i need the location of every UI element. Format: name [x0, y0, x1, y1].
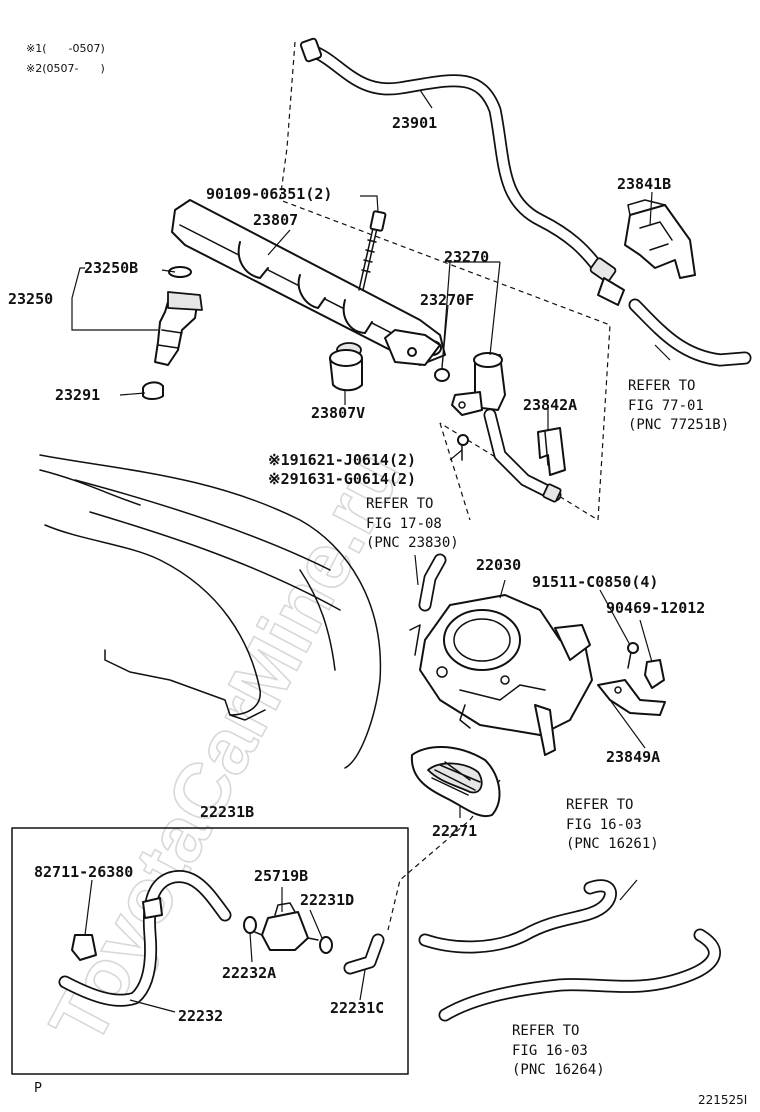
label-22232: 22232	[178, 1007, 223, 1025]
note-2: ※2(0507- )	[26, 62, 105, 75]
ref-fig17: REFER TO FIG 17-08 (PNC 23830)	[366, 496, 459, 551]
label-25719B: 25719B	[254, 867, 308, 885]
label-23270F: 23270F	[420, 291, 474, 309]
ref-fig17-line2: FIG 17-08	[366, 516, 442, 532]
label-90109: 90109-06351(2)	[206, 185, 332, 203]
label-91511: 91511-C0850(4)	[532, 573, 658, 591]
label-90469: 90469-12012	[606, 599, 705, 617]
stud-bolt-90109	[358, 210, 387, 291]
spacer-23807V	[329, 342, 363, 392]
leader-lines	[71, 89, 671, 1013]
o-ring-23291	[142, 381, 164, 400]
label-23807V: 23807V	[311, 404, 365, 422]
hose-fig16-16264	[438, 928, 721, 1022]
label-23842A: 23842A	[523, 396, 577, 414]
ref-fig16-b: REFER TO FIG 16-03 (PNC 16264)	[512, 1023, 605, 1078]
label-23250: 23250	[8, 290, 53, 308]
ref-fig77-line2: FIG 77-01	[628, 398, 704, 414]
clip-90469	[644, 659, 665, 689]
fuel-assembly-boundary-link	[439, 422, 471, 521]
clip-23841B	[624, 199, 696, 279]
pressure-regulator-23270	[434, 352, 562, 503]
throttle-body-22030	[409, 594, 593, 756]
ref-fig17-line1: REFER TO	[366, 496, 433, 512]
label-91621: ※191621-J0614(2)	[268, 451, 416, 469]
label-82711: 82711-26380	[34, 863, 133, 881]
note-1: ※1( -0507)	[26, 42, 105, 55]
hose-fig17	[418, 553, 447, 612]
hose-22232	[58, 870, 232, 1007]
bracket-23849A	[597, 679, 666, 716]
gasket-22271	[410, 746, 501, 818]
engine-cover-outline	[39, 454, 382, 769]
figure-id: 221525I	[698, 1093, 747, 1107]
injector-23250	[154, 266, 203, 366]
fuel-assembly-boundary	[279, 41, 611, 522]
hose-22231C	[343, 933, 385, 975]
clamp-22231D	[319, 936, 333, 954]
label-23250B: 23250B	[84, 259, 138, 277]
clamp-22232A	[243, 916, 257, 934]
label-22231D: 22231D	[300, 891, 354, 909]
label-91631: ※291631-G0614(2)	[268, 470, 416, 488]
ref-fig16a-line1: REFER TO	[566, 797, 633, 813]
clip-82711	[71, 934, 97, 961]
ref-fig16a-line2: FIG 16-03	[566, 817, 642, 833]
fuel-hose-23901	[299, 37, 625, 306]
ref-fig16b-line2: FIG 16-03	[512, 1043, 588, 1059]
ref-fig16a-line3: (PNC 16261)	[566, 836, 659, 852]
label-23291: 23291	[55, 386, 100, 404]
label-23270: 23270	[444, 248, 489, 266]
ref-fig16-a: REFER TO FIG 16-03 (PNC 16261)	[566, 797, 659, 852]
label-22030: 22030	[476, 556, 521, 574]
label-22231C: 22231C	[330, 999, 384, 1017]
label-23849A: 23849A	[606, 748, 660, 766]
label-23841B: 23841B	[617, 175, 671, 193]
clamp-23842A	[537, 427, 566, 476]
label-23807: 23807	[253, 211, 298, 229]
ref-fig77-line1: REFER TO	[628, 378, 695, 394]
screw-91621	[457, 434, 469, 461]
label-22232A: 22232A	[222, 964, 276, 982]
fuel-rail-23807	[171, 199, 446, 366]
ref-fig77: REFER TO FIG 77-01 (PNC 77251B)	[628, 378, 729, 433]
hose-to-fig77	[628, 298, 752, 367]
ref-fig17-line3: (PNC 23830)	[366, 535, 459, 551]
hose-fig16-16261	[418, 879, 617, 954]
footer-left-mark: P	[34, 1081, 42, 1096]
ref-fig16b-line3: (PNC 16264)	[512, 1062, 605, 1078]
ref-fig77-line3: (PNC 77251B)	[628, 417, 729, 433]
vsv-25719B	[249, 902, 319, 951]
hose-group-box	[11, 827, 409, 1075]
bolt-91511	[627, 642, 639, 669]
ref-fig16b-line1: REFER TO	[512, 1023, 579, 1039]
label-22231B: 22231B	[200, 803, 254, 821]
label-23901: 23901	[392, 114, 437, 132]
label-22271: 22271	[432, 822, 477, 840]
